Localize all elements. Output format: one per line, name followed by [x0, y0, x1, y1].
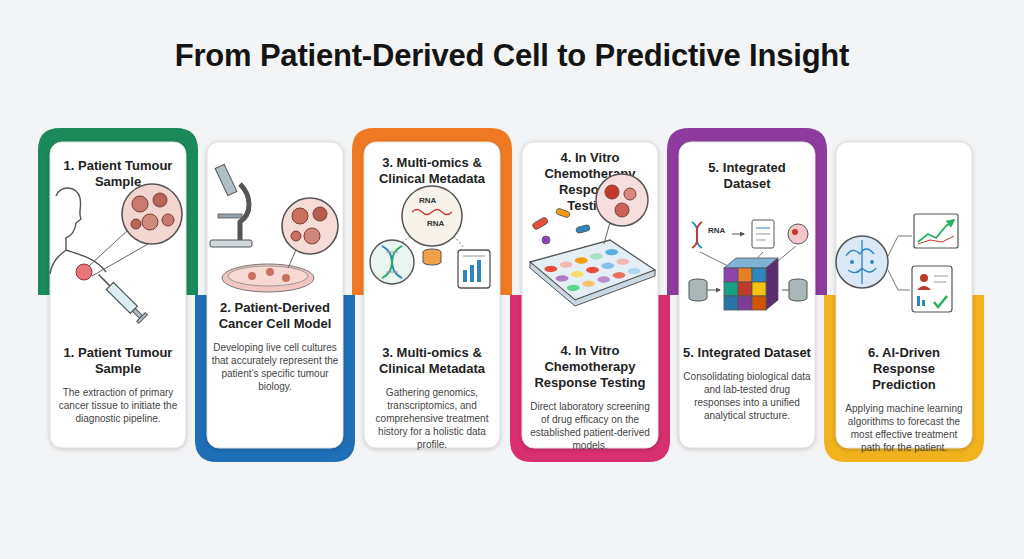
card-text-block: 3. Multi-omics & Clinical MetadataGather… [368, 345, 496, 451]
diagram-title: From Patient-Derived Cell to Predictive … [0, 38, 1024, 74]
card-description: Gathering genomics, transcriptomics, and… [368, 386, 496, 451]
icon-label: RNA [427, 219, 444, 228]
step-card: 2. Patient-Derived Cancer Cell ModelDeve… [195, 128, 355, 462]
step-card: 1. Patient Tumour Sample1. Patient Tumou… [38, 128, 198, 462]
card-text-block: 1. Patient Tumour SampleThe extraction o… [54, 345, 182, 425]
card-text-block: 4. In Vitro Chemotherapy Response Testin… [526, 343, 654, 452]
card-heading: 6. AI-Driven Response Prediction [840, 345, 968, 393]
card-heading: 5. Integrated Dataset [683, 345, 811, 361]
card-description: Applying machine learning algorithms to … [840, 402, 968, 454]
card-panel [207, 142, 343, 448]
icon-label: RNA [708, 226, 725, 235]
card-heading: 3. Multi-omics & Clinical Metadata [368, 345, 496, 377]
card-panel [836, 142, 972, 448]
step-card: 5. Integrated Dataset5. Integrated Datas… [667, 128, 827, 462]
step-card: 4. In Vitro Chemotherapy Response Testin… [510, 128, 670, 462]
icon-label: RNA [419, 196, 436, 205]
card-frame [195, 128, 355, 462]
card-heading: 1. Patient Tumour Sample [50, 158, 186, 190]
card-heading: 2. Patient-Derived Cancer Cell Model [211, 300, 339, 332]
card-heading: 3. Multi-omics & Clinical Metadata [364, 155, 500, 187]
card-description: Developing live cell cultures that accur… [211, 341, 339, 393]
card-description: Consolidating biological data and lab-te… [683, 370, 811, 422]
card-heading: 5. Integrated Dataset [679, 160, 815, 192]
step-card: 3. Multi-omics & Clinical Metadata3. Mul… [352, 128, 512, 462]
card-panel [679, 142, 815, 448]
card-heading: 1. Patient Tumour Sample [54, 345, 182, 377]
card-heading: 4. In Vitro Chemotherapy Response Testin… [522, 150, 658, 214]
card-text-block: 6. AI-Driven Response PredictionApplying… [840, 345, 968, 454]
card-description: The extraction of primary cancer tissue … [54, 386, 182, 425]
step-card: 6. AI-Driven Response PredictionApplying… [824, 128, 984, 462]
card-heading: 4. In Vitro Chemotherapy Response Testin… [526, 343, 654, 391]
card-panel [50, 142, 186, 448]
card-description: Direct laboratory screening of drug effi… [526, 400, 654, 452]
card-text-block: 2. Patient-Derived Cancer Cell ModelDeve… [211, 300, 339, 393]
card-text-block: 5. Integrated DatasetConsolidating biolo… [683, 345, 811, 422]
